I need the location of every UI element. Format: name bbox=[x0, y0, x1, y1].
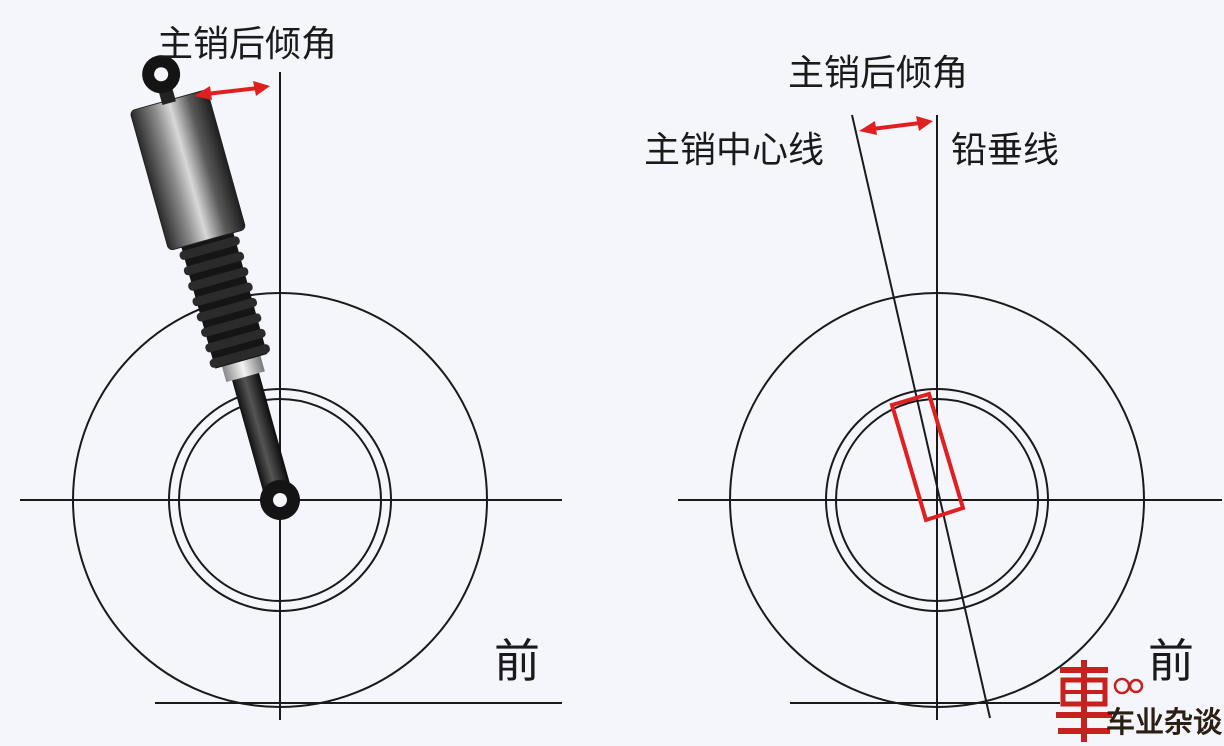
kingpin-axis-label: 主销中心线 bbox=[644, 130, 824, 171]
left-panel: 主销后倾角 前 bbox=[20, 24, 562, 720]
left-front-label: 前 bbox=[494, 634, 540, 688]
kingpin-axis-line bbox=[851, 114, 991, 719]
kingpin-box bbox=[889, 391, 966, 523]
shock-absorber bbox=[130, 55, 300, 520]
vertical-line-label: 铅垂线 bbox=[951, 130, 1059, 171]
right-panel: 主销后倾角 主销中心线 铅垂线 前 bbox=[644, 53, 1222, 720]
shock-bellows bbox=[179, 230, 270, 369]
watermark-logo: 车业杂谈 bbox=[1056, 660, 1223, 742]
left-caster-angle-label: 主销后倾角 bbox=[157, 24, 337, 65]
car-emblem-icon bbox=[1056, 660, 1144, 742]
right-caster-arrow bbox=[859, 116, 933, 135]
right-front-label: 前 bbox=[1148, 634, 1194, 688]
watermark-text: 车业杂谈 bbox=[1106, 705, 1223, 739]
right-caster-angle-label: 主销后倾角 bbox=[788, 53, 968, 94]
left-caster-arrow bbox=[194, 81, 270, 100]
